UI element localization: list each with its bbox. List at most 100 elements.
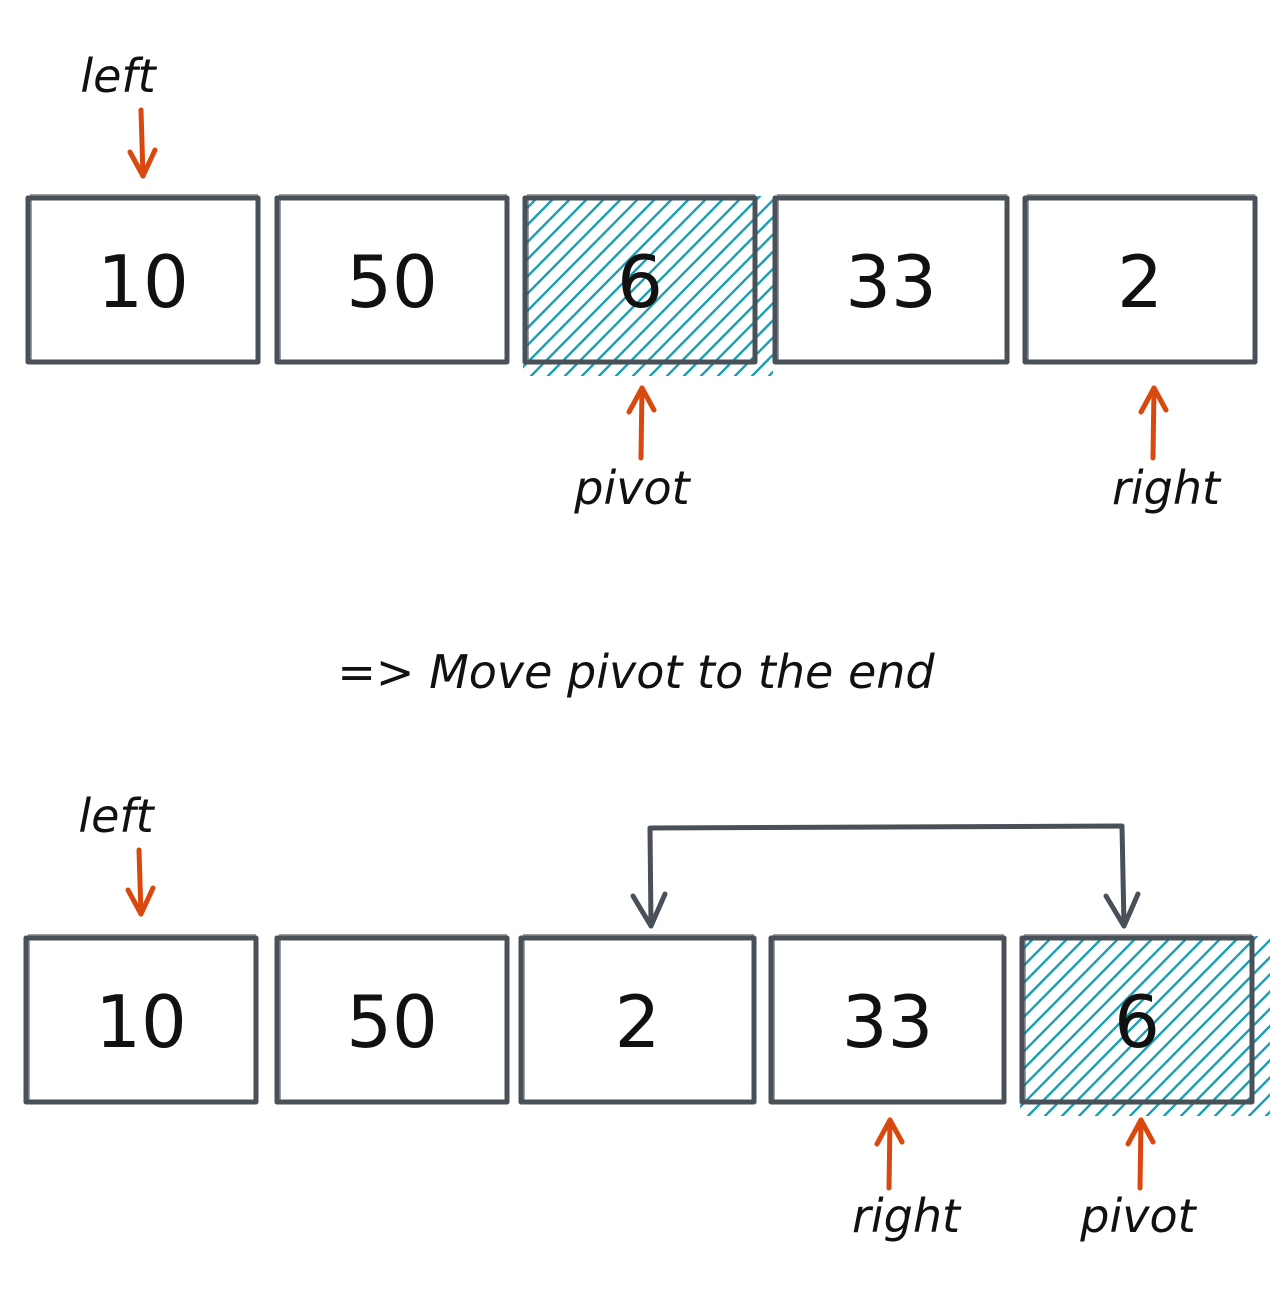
top-hatch-stroke xyxy=(614,215,773,376)
bottom-cell-0-box xyxy=(23,935,259,1105)
top-pointer-right-arrowhead-icon xyxy=(1138,385,1169,415)
top-hatch-stroke xyxy=(716,318,773,376)
bottom-hatch-stroke xyxy=(1020,936,1157,1075)
top-hatch-stroke xyxy=(546,196,728,376)
bottom-hatch-stroke xyxy=(1128,972,1270,1116)
top-hatch-stroke xyxy=(648,249,773,376)
bottom-hatch-stroke xyxy=(1094,938,1270,1116)
bottom-cell-1-value: 50 xyxy=(346,980,438,1064)
top-pointer-left: left xyxy=(80,49,158,179)
top-hatch-stroke xyxy=(580,196,762,376)
top-hatch-stroke xyxy=(523,196,592,266)
top-array: 10 50 6 33 2 left xyxy=(25,49,1258,515)
top-hatch-stroke xyxy=(631,232,773,376)
swap-from-arrowhead-icon xyxy=(630,891,668,929)
bottom-hatch-stroke xyxy=(1020,936,1072,989)
top-cell-0: 10 xyxy=(25,194,261,365)
bottom-cell-2-box xyxy=(518,935,757,1105)
bottom-pointer-right-label: right xyxy=(852,1189,962,1243)
top-hatch-stroke xyxy=(523,196,643,318)
top-cell-1-value: 50 xyxy=(346,240,438,324)
top-cell-0-value: 10 xyxy=(97,240,189,324)
bottom-hatch-stroke xyxy=(1020,936,1123,1040)
bottom-hatch-stroke xyxy=(1077,936,1259,1116)
bottom-hatch-stroke xyxy=(1145,989,1270,1116)
step-caption: => Move pivot to the end xyxy=(337,645,935,699)
top-hatch-stroke xyxy=(523,196,694,369)
bottom-hatch-stroke xyxy=(1213,1058,1270,1116)
top-hatch-stroke xyxy=(523,196,626,300)
top-cell-2-value: 6 xyxy=(617,240,663,324)
top-hatch-stroke xyxy=(699,301,773,376)
top-cell-1-box xyxy=(274,195,510,365)
bottom-array-cells: 10 50 2 33 6 xyxy=(23,934,1255,1105)
top-pointer-left-arrow-icon xyxy=(138,107,146,179)
top-cell-1: 50 xyxy=(274,194,510,365)
bottom-hatch-stroke xyxy=(1060,936,1242,1116)
swap-to-arrowhead-icon xyxy=(1103,891,1141,929)
bottom-hatch-stroke xyxy=(1020,936,1106,1023)
top-pointer-right-label: right xyxy=(1112,461,1222,515)
bottom-hatch-stroke xyxy=(1020,936,1140,1058)
top-pointer-pivot-arrow-icon xyxy=(638,385,645,461)
top-array-cells: 10 50 6 33 2 xyxy=(25,194,1258,365)
bottom-pointer-pivot: pivot xyxy=(1079,1117,1198,1243)
top-pointer-left-label: left xyxy=(80,49,157,103)
top-cell-4-box xyxy=(1022,195,1258,365)
bottom-cell-2-value: 2 xyxy=(615,980,661,1064)
top-hatch-stroke xyxy=(529,196,711,376)
bottom-pointer-right-arrowhead-icon xyxy=(874,1117,905,1147)
top-hatch-stroke xyxy=(563,196,745,376)
bottom-cell-0: 10 xyxy=(23,934,259,1105)
top-cell-3: 33 xyxy=(772,194,1010,365)
top-pointer-pivot: pivot xyxy=(573,385,692,515)
top-pointer-pivot-label: pivot xyxy=(573,461,691,515)
top-pointer-right: right xyxy=(1112,385,1222,515)
bottom-cell-3-value: 33 xyxy=(842,980,934,1064)
top-cell-4-value: 2 xyxy=(1117,240,1163,324)
top-hatch-stroke xyxy=(733,335,773,376)
bottom-cell-1-box xyxy=(274,935,510,1105)
bottom-array: 10 50 2 33 6 xyxy=(23,789,1270,1243)
bottom-hatch-stroke xyxy=(1026,936,1208,1116)
bottom-pointer-left-arrow-icon xyxy=(136,847,144,917)
top-hatch-stroke xyxy=(523,196,660,335)
bottom-array-pointers: left right pivot xyxy=(78,789,1197,1243)
swap-bracket-line xyxy=(647,823,1127,929)
bottom-cell-3-box xyxy=(768,935,1007,1105)
bottom-cell-2: 2 xyxy=(518,934,757,1105)
top-hatch-stroke xyxy=(597,198,773,376)
bottom-hatch-stroke xyxy=(1230,1075,1270,1116)
top-pivot-hatch xyxy=(523,196,773,376)
bottom-pointer-right-arrow-icon xyxy=(886,1117,893,1191)
top-cell-0-box xyxy=(25,195,261,365)
bottom-hatch-stroke xyxy=(1179,1024,1270,1116)
bottom-cell-3: 33 xyxy=(768,934,1007,1105)
bottom-cell-0-value: 10 xyxy=(95,980,187,1064)
swap-connector xyxy=(630,823,1141,929)
top-pointer-right-arrow-icon xyxy=(1150,385,1157,461)
bottom-hatch-stroke xyxy=(1043,936,1225,1116)
top-cell-4: 2 xyxy=(1022,194,1258,365)
bottom-pointer-left-arrowhead-icon xyxy=(125,885,156,917)
bottom-hatch-stroke xyxy=(1020,936,1089,1006)
top-hatch-stroke xyxy=(523,196,575,249)
top-cell-3-value: 33 xyxy=(845,240,937,324)
top-cell-3-box xyxy=(772,195,1010,365)
bottom-cell-1: 50 xyxy=(274,934,510,1105)
bottom-cell-4-value: 6 xyxy=(1114,980,1160,1064)
bottom-pointer-pivot-arrow-icon xyxy=(1137,1117,1144,1191)
top-cell-2: 6 xyxy=(522,194,758,365)
bottom-pointer-left: left xyxy=(78,789,156,917)
bottom-pointer-right: right xyxy=(852,1117,962,1243)
bottom-pointer-left-label: left xyxy=(78,789,155,843)
bottom-pointer-pivot-arrowhead-icon xyxy=(1125,1117,1156,1147)
top-cell-2-box xyxy=(522,195,758,365)
bottom-pointer-pivot-label: pivot xyxy=(1079,1189,1197,1243)
bottom-hatch-stroke xyxy=(1196,1041,1270,1116)
top-hatch-stroke xyxy=(523,196,609,283)
top-pointer-left-arrowhead-icon xyxy=(127,147,158,179)
bottom-hatch-stroke xyxy=(1020,936,1191,1109)
top-hatch-stroke xyxy=(682,284,773,376)
bottom-cell-4: 6 xyxy=(1019,934,1255,1105)
